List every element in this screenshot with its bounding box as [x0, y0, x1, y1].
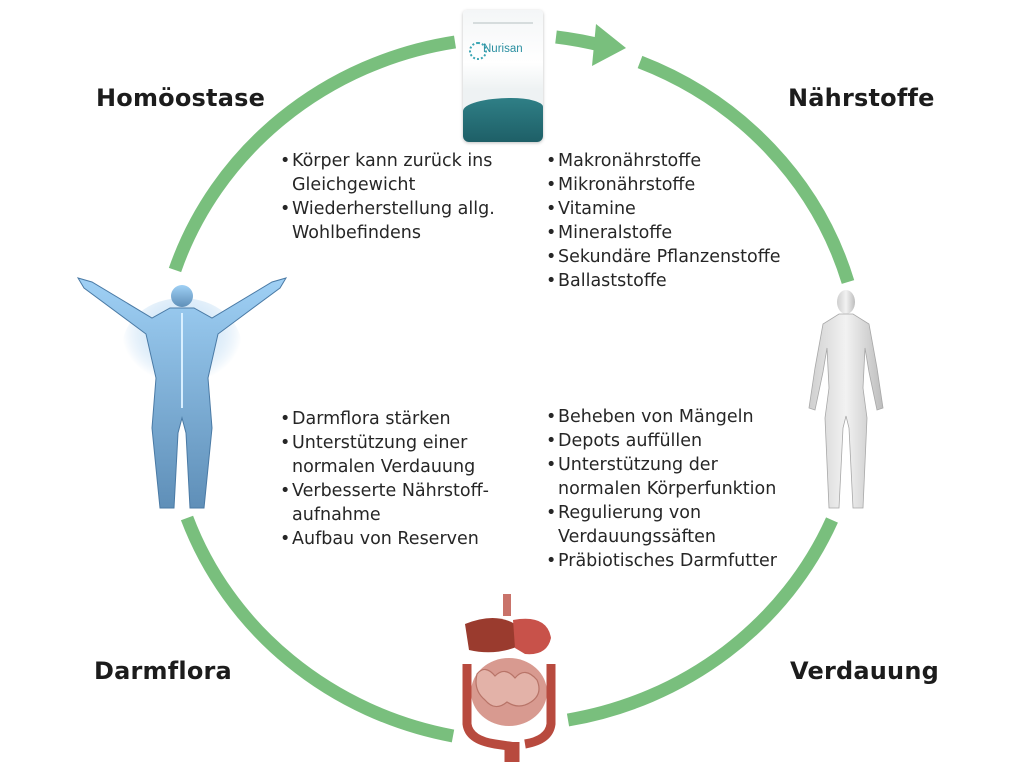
- list-item: Unterstützung der: [546, 453, 816, 477]
- list-item: Darmflora stärken: [280, 407, 530, 431]
- list-item: Ballaststoffe: [546, 269, 816, 293]
- list-item: Regulierung von: [546, 501, 816, 525]
- list-item: Sekundäre Pflanzenstoffe: [546, 245, 816, 269]
- list-item: Aufbau von Reserven: [280, 527, 530, 551]
- list-item: normalen Körperfunktion: [558, 479, 777, 499]
- pouch-text-line: [473, 22, 533, 24]
- pouch-teal-band: [463, 98, 543, 142]
- list-darmflora: Darmflora stärkenUnterstützung einernorm…: [280, 407, 530, 551]
- digestive-organs-image: [462, 594, 556, 762]
- product-pouch-image: Nurisan: [463, 10, 543, 142]
- label-verdauung: Verdauung: [790, 657, 939, 685]
- list-item: Präbiotisches Darmfutter: [546, 549, 816, 573]
- list-item: Mikronährstoffe: [546, 173, 816, 197]
- list-item: Körper kann zurück ins: [280, 149, 530, 173]
- list-verdauung: Beheben von MängelnDepots auffüllenUnter…: [546, 405, 816, 573]
- list-item: Verdauungssäften: [558, 527, 717, 547]
- pouch-logo-icon: [469, 42, 487, 60]
- ring-arc-bottom-left: [180, 515, 455, 743]
- list-item: Verbesserte Nährstoff-: [280, 479, 530, 503]
- ring-arrowhead-icon: [592, 24, 626, 66]
- list-item: Wiederherstellung allg.: [280, 197, 530, 221]
- glowing-human-figure-image: [76, 277, 288, 509]
- list-item: Makronährstoffe: [546, 149, 816, 173]
- label-homoeostase: Homöostase: [96, 84, 266, 112]
- pouch-brand-logo: Nurisan: [483, 43, 523, 55]
- list-item: Unterstützung einer: [280, 431, 530, 455]
- ring-arc-left-upper: [168, 35, 456, 273]
- list-item: normalen Verdauung: [292, 457, 476, 477]
- list-item: Gleichgewicht: [292, 175, 416, 195]
- list-naehrstoffe: MakronährstoffeMikronährstoffeVitamineMi…: [546, 149, 816, 293]
- human-anatomy-figure-image: [808, 290, 884, 509]
- list-item: Vitamine: [546, 197, 816, 221]
- list-homoeostase: Körper kann zurück insGleichgewichtWiede…: [280, 149, 530, 245]
- label-naehrstoffe: Nährstoffe: [788, 84, 935, 112]
- list-item: Depots auffüllen: [546, 429, 816, 453]
- list-item: Beheben von Mängeln: [546, 405, 816, 429]
- label-darmflora: Darmflora: [94, 657, 232, 685]
- list-item: Mineralstoffe: [546, 221, 816, 245]
- list-item: aufnahme: [292, 505, 381, 525]
- list-item: Wohlbefindens: [292, 223, 422, 243]
